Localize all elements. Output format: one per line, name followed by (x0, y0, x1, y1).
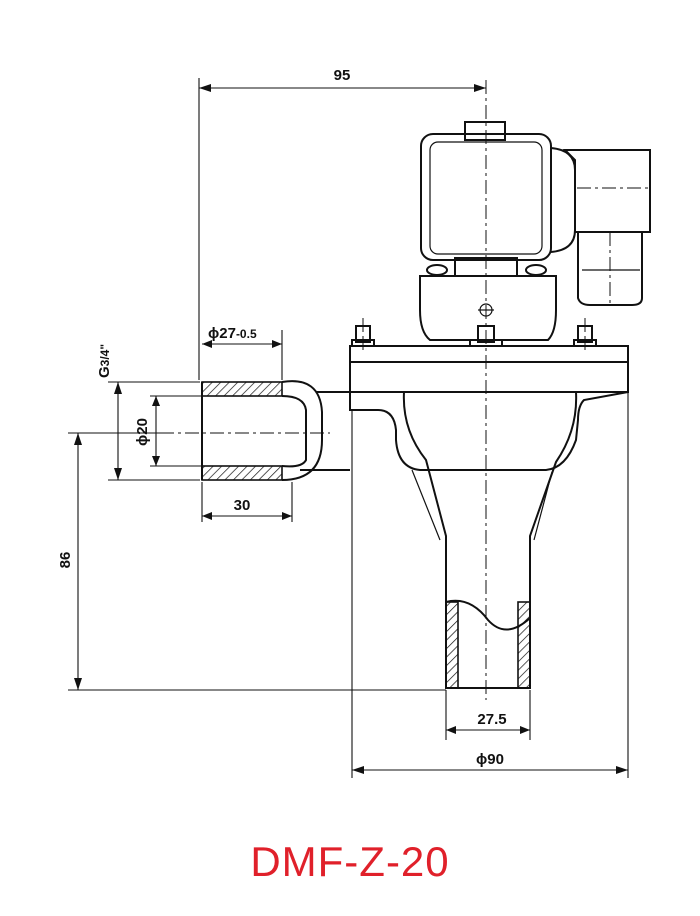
thread-prefix: G (96, 366, 113, 378)
dim-27-tolerance: -0.5 (236, 327, 257, 341)
solenoid-coil (420, 121, 576, 261)
dim-inlet-inner: 27.5 (445, 690, 531, 740)
center-lines (160, 80, 487, 700)
thread-size: 3/4" (98, 344, 112, 366)
flange-value: 90 (487, 751, 504, 768)
flange-phi: ϕ (476, 751, 487, 768)
dim-27-5-label: 27.5 (477, 711, 506, 728)
valve-body (402, 391, 578, 689)
dim-30-label: 30 (234, 497, 251, 514)
connector-plug (562, 149, 651, 306)
dim-thread: G3/4" (96, 344, 200, 481)
dim-27-value: 27 (219, 325, 236, 342)
valve-flange (349, 318, 629, 471)
dim-height: 86 (57, 432, 446, 691)
svg-text:G3/4": G3/4" (96, 344, 113, 378)
dim-95-label: 95 (334, 67, 351, 84)
dim-86-label: 86 (57, 552, 74, 569)
valve-bonnet (419, 257, 557, 341)
phi-symbol: ϕ (208, 325, 219, 342)
svg-text:ϕ20: ϕ20 (134, 418, 151, 446)
svg-text:ϕ27-0.5: ϕ27-0.5 (208, 325, 257, 342)
dim-flange-diameter: ϕ90 (351, 392, 629, 778)
dim-bore: ϕ20 (134, 395, 202, 467)
dim-outlet-length: 30 (201, 482, 293, 522)
lower-pipe-section (445, 599, 531, 689)
bore-value: 20 (134, 418, 151, 435)
model-title: DMF-Z-20 (250, 838, 450, 885)
dim-overall-width: 95 (198, 67, 486, 380)
svg-text:ϕ90: ϕ90 (476, 751, 504, 768)
side-inlet-section (201, 380, 350, 481)
bore-phi: ϕ (134, 435, 151, 446)
dim-outlet-diameter: ϕ27-0.5 (202, 325, 283, 380)
